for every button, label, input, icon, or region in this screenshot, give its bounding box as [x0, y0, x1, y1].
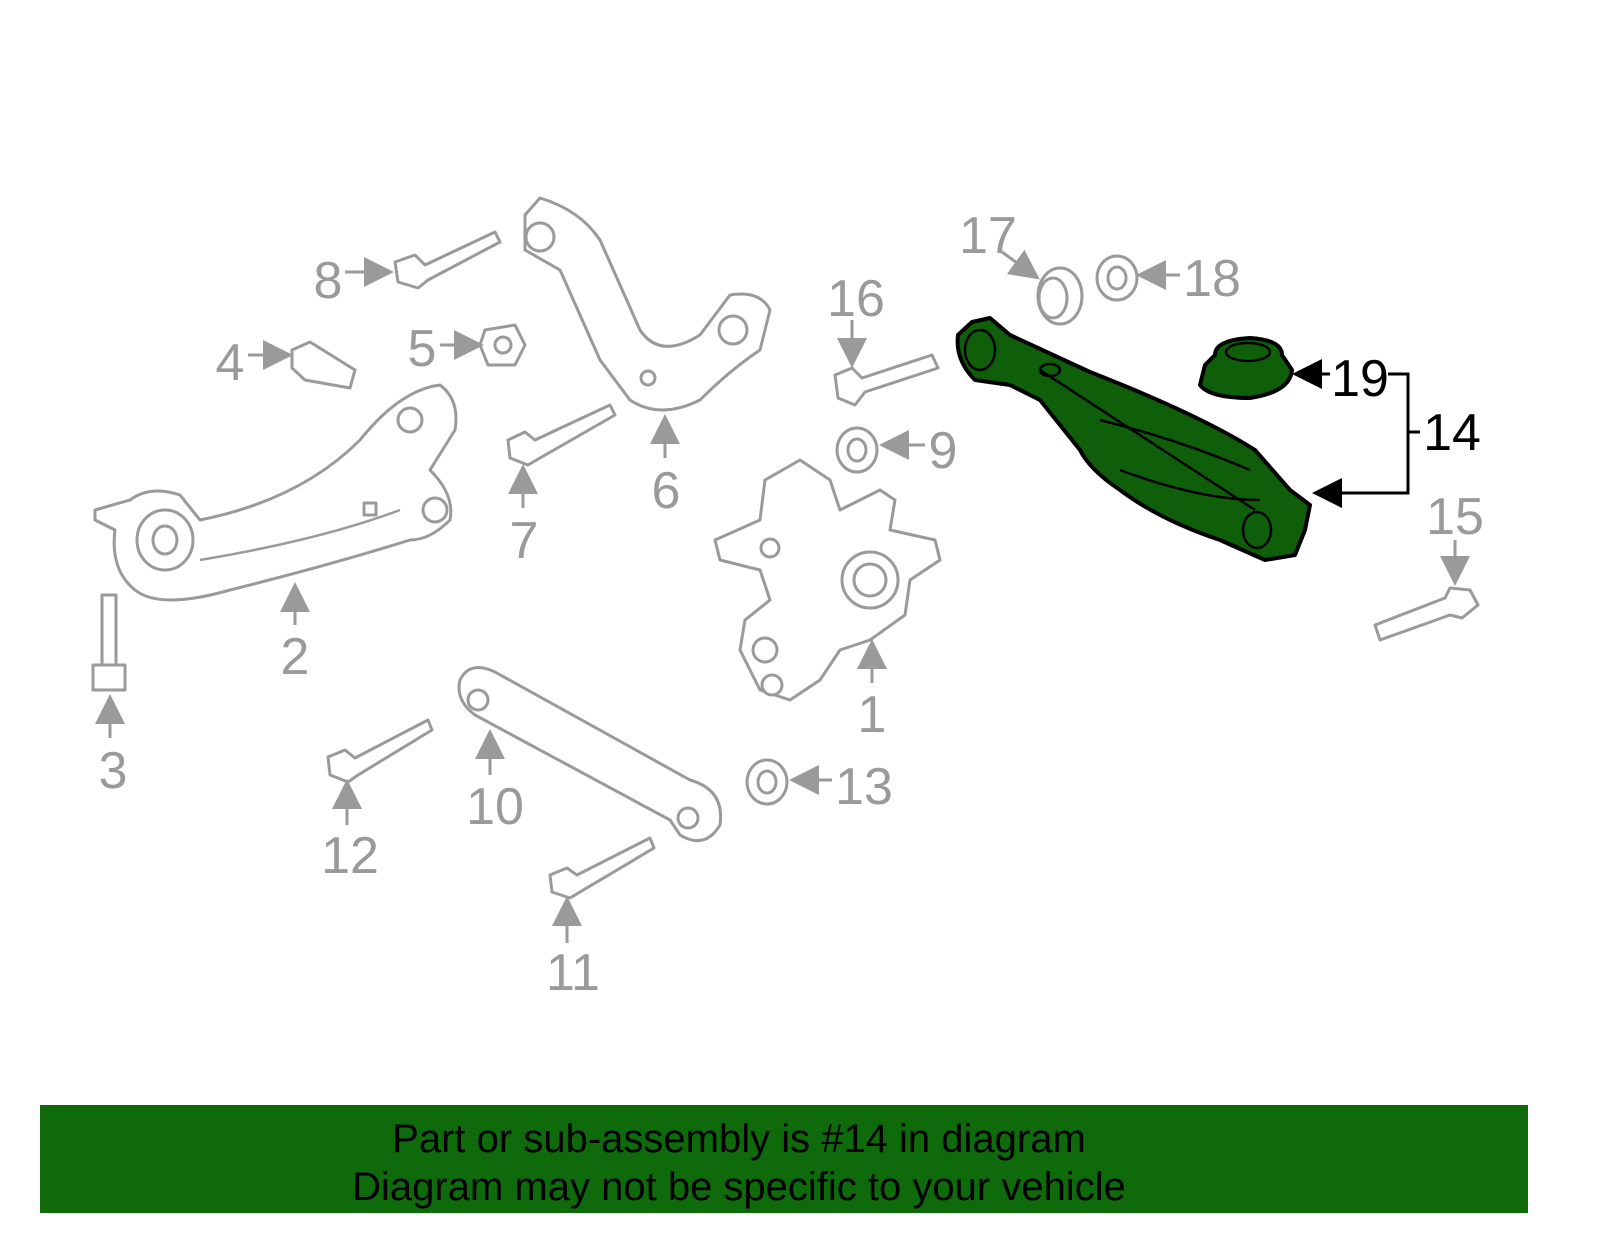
callout-16: 16: [827, 270, 885, 328]
part-17-washer[interactable]: [1036, 266, 1084, 326]
callout-8: 8: [314, 252, 343, 310]
part-19-bushing[interactable]: [1198, 336, 1294, 400]
part-10-link[interactable]: [457, 666, 723, 843]
callout-7: 7: [510, 512, 539, 570]
callout-1: 1: [858, 686, 887, 744]
part-4-bolt[interactable]: [290, 340, 357, 390]
part-16-bolt[interactable]: [833, 353, 940, 407]
callout-6: 6: [652, 462, 681, 520]
callout-10: 10: [466, 778, 524, 836]
callout-12: 12: [321, 827, 379, 885]
callout-18: 18: [1183, 250, 1241, 308]
part-12-bolt[interactable]: [326, 718, 434, 784]
callout-4: 4: [216, 334, 245, 392]
callout-14: 14: [1423, 404, 1481, 462]
callout-5: 5: [408, 320, 437, 378]
callout-15: 15: [1426, 488, 1484, 546]
part-14-lower-arm[interactable]: [955, 316, 1312, 562]
callout-17: 17: [959, 207, 1017, 265]
part-11-bolt[interactable]: [548, 836, 656, 900]
part-3-bolt[interactable]: [91, 593, 127, 692]
part-9-nut[interactable]: [835, 426, 879, 474]
info-banner: Part or sub-assembly is #14 in diagram D…: [40, 1105, 1528, 1213]
part-6-upper-arm[interactable]: [523, 196, 772, 412]
part-2-control-arm[interactable]: [93, 383, 458, 602]
callout-19: 19: [1331, 350, 1389, 408]
part-15-bolt[interactable]: [1373, 586, 1480, 642]
callout-2: 2: [281, 628, 310, 686]
banner-line-1: Part or sub-assembly is #14 in diagram: [392, 1117, 1086, 1161]
banner-line-2: Diagram may not be specific to your vehi…: [352, 1165, 1126, 1209]
part-1-knuckle[interactable]: [713, 458, 942, 702]
callout-9: 9: [929, 422, 958, 480]
part-13-nut[interactable]: [745, 758, 789, 806]
part-7-bolt[interactable]: [506, 403, 617, 467]
part-8-bolt[interactable]: [393, 230, 502, 290]
part-18-nut[interactable]: [1095, 254, 1139, 302]
leader-lines: [95, 249, 1470, 943]
callout-3: 3: [99, 742, 128, 800]
part-5-nut[interactable]: [478, 323, 527, 367]
callout-11: 11: [546, 944, 600, 1002]
callout-13: 13: [835, 758, 893, 816]
